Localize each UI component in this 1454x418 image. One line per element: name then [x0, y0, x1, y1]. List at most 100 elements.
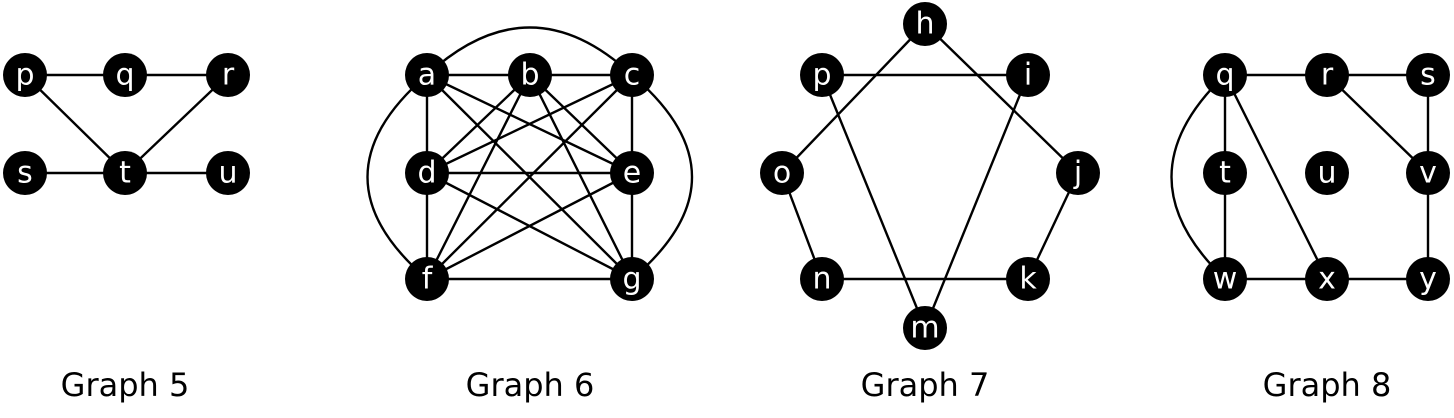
- graph-6-node-c-circle: [610, 53, 654, 97]
- graph-5-node-r-circle: [206, 53, 250, 97]
- graph-7-node-p-circle: [800, 53, 844, 97]
- graph-5-node-p-label: p: [15, 58, 34, 93]
- graph-5-node-r: r: [206, 53, 250, 97]
- graph-6-edge-c-d: [426, 73, 633, 175]
- graph-8-node-y-circle: [1406, 257, 1450, 301]
- graph-7-node-n-label: n: [812, 262, 831, 297]
- graph-6-node-c-label: c: [624, 58, 641, 93]
- graph-7-node-i: i: [1006, 53, 1050, 97]
- graph-7-node-m-label: m: [910, 311, 939, 346]
- graph-8-node-y: y: [1406, 257, 1450, 301]
- graph-7-node-o-circle: [760, 151, 804, 195]
- graph-7-edge-p-m: [820, 74, 927, 329]
- graph-8-node-u-circle: [1305, 151, 1349, 195]
- graph-6-node-a: a: [405, 53, 449, 97]
- graph-7-node-j-label: j: [1073, 156, 1082, 191]
- graph-6-node-a-circle: [405, 53, 449, 97]
- graph-6-edge-b-g: [528, 74, 634, 280]
- graph-6-node-e-circle: [610, 151, 654, 195]
- graph-8-node-x: x: [1305, 257, 1349, 301]
- graph-6-node-g: g: [610, 257, 654, 301]
- graph-8-node-r-label: r: [1321, 58, 1334, 93]
- graph-5-node-u-label: u: [218, 156, 237, 191]
- graph-6-node-a-label: a: [418, 58, 436, 93]
- graph-5-node-q-label: q: [115, 58, 134, 93]
- graph-8-caption: Graph 8: [1263, 366, 1392, 404]
- graph-5-node-q-circle: [103, 53, 147, 97]
- graph-7-node-i-circle: [1006, 53, 1050, 97]
- graph-8-edge-q-w: [1170, 74, 1226, 280]
- graph-8-edge-q-x: [1223, 74, 1329, 280]
- graph-6-node-f-circle: [405, 257, 449, 301]
- graph-7-node-n: n: [800, 257, 844, 301]
- graph-7-node-k-label: k: [1019, 262, 1037, 297]
- graph-6-node-c: c: [610, 53, 654, 97]
- graph-5-node-t-label: t: [119, 156, 131, 191]
- graph-8-node-s-label: s: [1420, 58, 1436, 93]
- graph-6-node-b-circle: [508, 53, 552, 97]
- graph-8-node-s: s: [1406, 53, 1450, 97]
- graph-5-node-p: p: [3, 53, 47, 97]
- graph-6-node-d-circle: [405, 151, 449, 195]
- graph-7-node-j: j: [1056, 151, 1100, 195]
- graph-7-edge-i-m: [923, 74, 1030, 329]
- graph-6-edge-a-f: [366, 74, 428, 280]
- graph-6-edge-b-d: [426, 74, 531, 174]
- graph-7-node-m-circle: [903, 306, 947, 350]
- graph-5-node-s: s: [3, 151, 47, 195]
- graph-5-node-s-label: s: [17, 156, 33, 191]
- graph-6-node-g-label: g: [622, 262, 641, 297]
- graph-8-node-q: q: [1203, 53, 1247, 97]
- graph-6-node-f-label: f: [422, 262, 434, 297]
- graph-8-node-t-label: t: [1219, 156, 1231, 191]
- graph-6-edge-b-f: [425, 74, 532, 280]
- graph-7-node-h-label: h: [915, 7, 934, 42]
- captions-layer: Graph 5 Graph 6 Graph 7 Graph 8: [61, 366, 1392, 404]
- graph-7-node-o: o: [760, 151, 804, 195]
- graph-5-node-s-circle: [3, 151, 47, 195]
- graph-6-node-e: e: [610, 151, 654, 195]
- graph-8-node-t-circle: [1203, 151, 1247, 195]
- graph-7-node-i-label: i: [1024, 58, 1032, 93]
- graph-6-caption: Graph 6: [466, 366, 595, 404]
- graph-8-node-r: r: [1305, 53, 1349, 97]
- graph-8-node-s-circle: [1406, 53, 1450, 97]
- graph-8-node-r-circle: [1305, 53, 1349, 97]
- graph-7-node-o-label: o: [773, 156, 791, 191]
- graph-6-node-b: b: [508, 53, 552, 97]
- graph-7-caption: Graph 7: [861, 366, 990, 404]
- graph-5-node-t-circle: [103, 151, 147, 195]
- graph-7-node-k: k: [1006, 257, 1050, 301]
- graph-8-edge-r-v: [1326, 74, 1429, 174]
- graph-5-node-t: t: [103, 151, 147, 195]
- graph-5-caption: Graph 5: [61, 366, 190, 404]
- graph-8-node-u-label: u: [1317, 156, 1336, 191]
- graph-5-node-u-circle: [206, 151, 250, 195]
- graph-8-node-x-circle: [1305, 257, 1349, 301]
- graph-7-node-k-circle: [1006, 257, 1050, 301]
- graph-5-node-p-circle: [3, 53, 47, 97]
- graph-8-node-v-label: v: [1419, 156, 1437, 191]
- graph-6-node-b-label: b: [520, 58, 539, 93]
- graph-5-edge-p-t: [24, 74, 126, 174]
- graph-7-edge-h-o: [781, 23, 926, 174]
- graph-7-node-n-circle: [800, 257, 844, 301]
- graph-8-node-y-label: y: [1419, 262, 1437, 297]
- graph-6-edge-c-g: [631, 74, 693, 280]
- graph-6-node-d-label: d: [417, 156, 436, 191]
- graph-8-node-q-circle: [1203, 53, 1247, 97]
- graph-8-node-w: w: [1203, 257, 1247, 301]
- graph-6-node-g-circle: [610, 257, 654, 301]
- graph-6-node-d: d: [405, 151, 449, 195]
- graph-5-node-u: u: [206, 151, 250, 195]
- graph-6-edge-b-e: [529, 74, 633, 174]
- graph-8-node-t: t: [1203, 151, 1247, 195]
- graph-7-node-m: m: [903, 306, 947, 350]
- graph-5-node-q: q: [103, 53, 147, 97]
- graph-6-edge-e-f: [426, 171, 633, 281]
- graph-6-edge-c-f: [426, 74, 633, 280]
- graph-8-node-v-circle: [1406, 151, 1450, 195]
- graph-8-node-w-label: w: [1213, 262, 1238, 297]
